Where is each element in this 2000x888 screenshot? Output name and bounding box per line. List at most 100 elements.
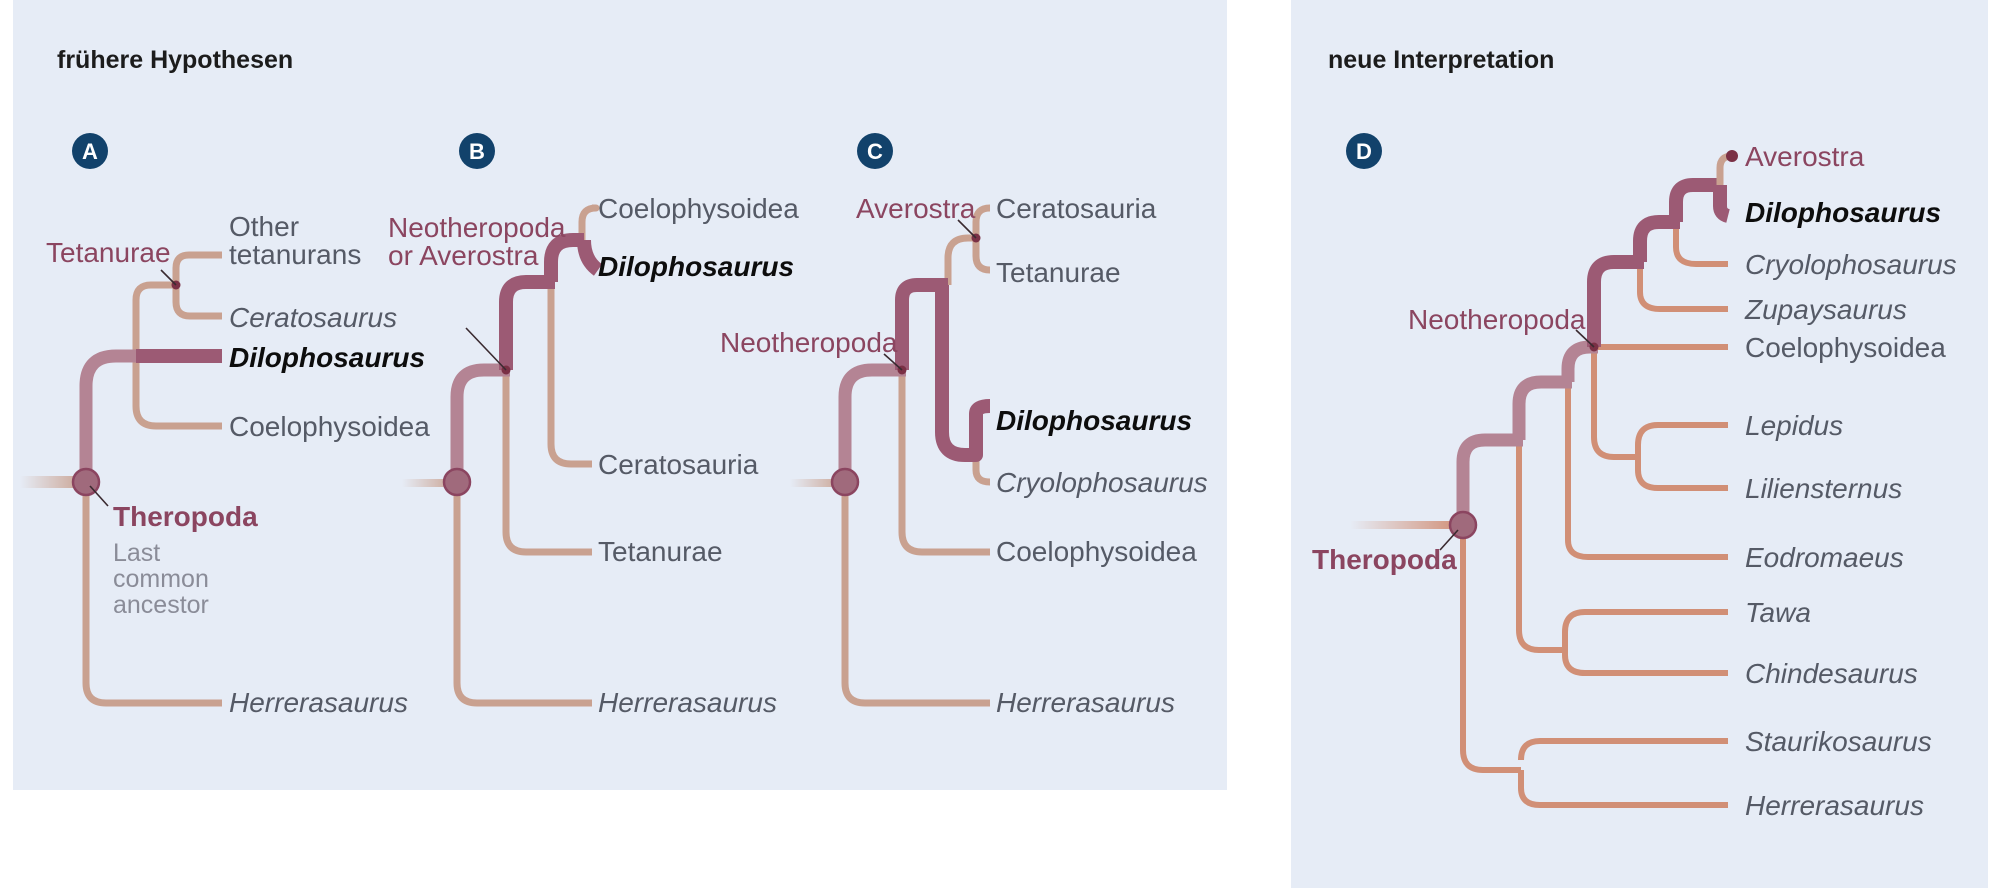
tree-a-theropoda-branch — [79, 349, 140, 482]
tree-d-label-staurikosaurus: Staurikosaurus — [1745, 726, 1932, 757]
tree-b-label-coelophysoidea: Coelophysoidea — [598, 193, 799, 224]
tree-b-inner-branch — [544, 233, 584, 282]
tree-d-inner-stem-1 — [1512, 375, 1572, 440]
tree-c-herrerasaurus-branch — [841, 482, 990, 707]
tree-b-tetanurae-branch — [502, 370, 592, 556]
tree-d-tawa-clade-stem — [1516, 440, 1565, 653]
tree-c-cryolophosaurus-branch — [972, 455, 991, 486]
tree-c-label-ceratosauria: Ceratosauria — [996, 193, 1157, 224]
tree-c-stem — [838, 363, 906, 482]
svg-text:C: C — [867, 139, 883, 164]
tree-d-basal-split — [1518, 738, 1728, 761]
tree-d-stem — [1456, 433, 1523, 525]
tree-d-label-chindesaurus: Chindesaurus — [1745, 658, 1918, 689]
tree-c-root-node — [830, 467, 860, 497]
badge-d: D — [1346, 133, 1382, 169]
tree-c-root-stem — [790, 479, 845, 487]
tree-b-label-herrerasaurus: Herrerasaurus — [598, 687, 777, 718]
tree-b-dilophosaurus-branch — [577, 239, 603, 276]
tree-a-root-stem — [20, 476, 86, 488]
tree-d-averostra-node — [1726, 150, 1738, 162]
tree-d-label-coelophysoidea: Coelophysoidea — [1745, 332, 1946, 363]
tree-c-label-dilophosaurus: Dilophosaurus — [996, 405, 1192, 436]
tree-b-ceratosauria-branch — [547, 280, 592, 468]
tree-c-dilophosaurus-branch — [935, 285, 991, 462]
tree-a-herrerasaurus-branch — [82, 482, 222, 707]
tree-c-averostra-branch — [944, 234, 976, 285]
tree-b-clade-leader — [465, 327, 507, 371]
tree-b-label-dilophosaurus: Dilophosaurus — [598, 251, 794, 282]
tree-d-neotheropoda-branch — [1587, 255, 1644, 347]
tree-b-neotheropoda-branch — [499, 275, 555, 370]
tree-a-note-line-3: ancestor — [113, 591, 209, 619]
tree-c-ceratosauria-branch — [972, 204, 991, 238]
tree-c-label-cryolophosaurus: Cryolophosaurus — [996, 467, 1208, 498]
tree-d-chindesaurus-branch — [1562, 650, 1728, 676]
tree-d-herrerasaurus-branch — [1460, 525, 1521, 773]
badge-a: A — [72, 133, 108, 169]
tree-d: Averostra Dilophosaurus Cryolophosaurus … — [1312, 141, 1957, 821]
tree-b-root-node — [442, 467, 472, 497]
tree-b-label-tetanurae: Tetanurae — [598, 536, 723, 567]
tree-d-averostra-stem — [1633, 215, 1680, 262]
tree-b-root-stem — [402, 479, 457, 487]
tree-d-cryolophosaurus-branch — [1673, 223, 1728, 267]
tree-d-zupaysaurus-branch — [1637, 265, 1728, 312]
tree-d-eodromaeus-branch — [1565, 382, 1728, 560]
tree-d-label-cryolophosaurus: Cryolophosaurus — [1745, 249, 1957, 280]
svg-text:A: A — [82, 139, 98, 164]
svg-text:D: D — [1356, 139, 1372, 164]
tree-a: Tetanurae Other tetanurans Ceratosaurus … — [20, 211, 430, 718]
tree-b-stem — [450, 363, 510, 482]
tree-c-neotheropoda-leader — [883, 353, 903, 371]
tree-d-lepidus-stem — [1591, 347, 1638, 460]
tree-c-label-tetanurae: Tetanurae — [996, 257, 1121, 288]
svg-text:B: B — [469, 139, 485, 164]
tree-b-label-ceratosauria: Ceratosauria — [598, 449, 759, 480]
tree-a-label-dilophosaurus: Dilophosaurus — [229, 342, 425, 373]
tree-a-other-branch — [172, 251, 222, 285]
tree-d-label-tawa: Tawa — [1745, 597, 1811, 628]
tree-c-label-coelophysoidea: Coelophysoidea — [996, 536, 1197, 567]
tree-b-label-neotheropoda: Neotheropoda — [388, 212, 566, 243]
tree-c-averostra-leader — [957, 219, 977, 239]
tree-a-tetanurae-branch — [132, 281, 176, 356]
badge-b: B — [459, 133, 495, 169]
tree-d-label-lepidus: Lepidus — [1745, 410, 1843, 441]
tree-c-label-neotheropoda: Neotheropoda — [720, 327, 898, 358]
heading-previous-hypotheses: frühere Hypothesen — [57, 46, 293, 74]
tree-c-label-herrerasaurus: Herrerasaurus — [996, 687, 1175, 718]
tree-b-herrerasaurus-branch — [453, 482, 592, 707]
tree-a-ceratosaurus-branch — [172, 285, 222, 320]
tree-a-tetanurae-leader — [160, 269, 177, 286]
tree-b-coelophysoidea-branch — [578, 204, 600, 240]
left-panel — [13, 0, 1227, 790]
tree-d-neotheropoda-leader — [1575, 329, 1595, 348]
tree-d-label-neotheropoda: Neotheropoda — [1408, 304, 1586, 335]
tree-d-label-dilophosaurus: Dilophosaurus — [1745, 197, 1941, 228]
tree-c-neotheropoda-branch — [895, 278, 948, 370]
tree-d-theropoda-leader — [1439, 529, 1459, 551]
tree-d-liliensternus-branch — [1635, 457, 1728, 491]
tree-d-dilophosaurus-stem — [1669, 178, 1722, 222]
tree-d-root-stem — [1350, 521, 1463, 529]
tree-a-label-theropoda: Theropoda — [113, 501, 258, 532]
tree-d-dilophosaurus-branch — [1713, 185, 1731, 223]
tree-c: Averostra Ceratosauria Tetanurae Neother… — [720, 193, 1208, 718]
tree-d-lepidus-branch — [1635, 422, 1728, 457]
tree-d-label-theropoda: Theropoda — [1312, 544, 1457, 575]
tree-b-label-or-averostra: or Averostra — [388, 240, 539, 271]
badge-c: C — [857, 133, 893, 169]
tree-d-label-averostra: Averostra — [1745, 141, 1865, 172]
tree-c-coelophysoidea-branch — [898, 370, 990, 556]
tree-a-label-ceratosaurus: Ceratosaurus — [229, 302, 397, 333]
tree-c-label-averostra: Averostra — [856, 193, 976, 224]
tree-d-tawa-branch — [1562, 609, 1728, 650]
tree-d-label-liliensternus: Liliensternus — [1745, 473, 1902, 504]
tree-d-staurikosaurus-branch — [1518, 770, 1728, 808]
tree-a-label-tetanurans: tetanurans — [229, 239, 361, 270]
tree-a-label-herrerasaurus: Herrerasaurus — [229, 687, 408, 718]
tree-c-tetanurae-branch — [972, 238, 991, 274]
tree-a-label-coelophysoidea: Coelophysoidea — [229, 411, 430, 442]
